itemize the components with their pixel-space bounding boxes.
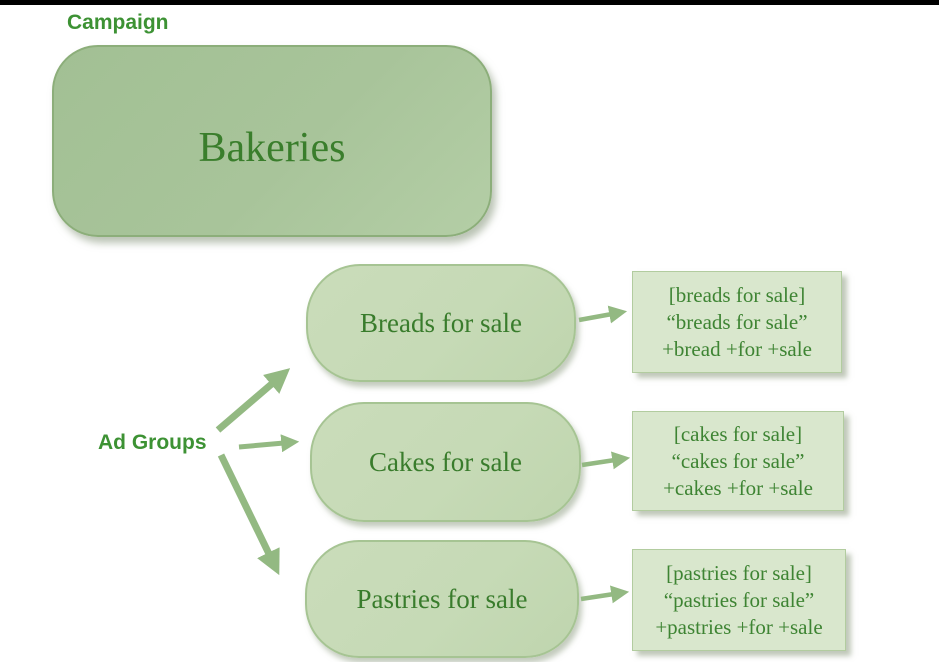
keyword-broad-modified: +bread +for +sale [662, 336, 812, 361]
keyword-exact: [pastries for sale] [666, 560, 812, 585]
keyword-phrase: “breads for sale” [666, 309, 808, 334]
arrow-adgroups-to-cakes [238, 434, 300, 453]
ad-group-name: Cakes for sale [369, 446, 522, 477]
arrow-breads-to-keywords [578, 305, 628, 324]
campaign-node: Bakeries [52, 45, 492, 237]
ad-group-name: Pastries for sale [356, 583, 528, 614]
ad-group-node-breads: Breads for sale [306, 264, 576, 382]
keyword-broad-modified: +pastries +for +sale [655, 614, 823, 639]
arrow-pastries-to-keywords [580, 585, 630, 604]
top-border-bar [0, 0, 939, 5]
keyword-box-breads: [breads for sale] “breads for sale” +bre… [632, 271, 842, 373]
campaign-name: Bakeries [198, 125, 346, 171]
ad-group-node-cakes: Cakes for sale [310, 402, 581, 522]
ad-group-name: Breads for sale [360, 307, 522, 338]
keyword-box-pastries: [pastries for sale] “pastries for sale” … [632, 549, 846, 651]
arrow-adgroups-to-breads [215, 368, 291, 433]
keyword-phrase: “pastries for sale” [663, 587, 815, 612]
ad-groups-label: Ad Groups [98, 431, 207, 454]
campaign-label: Campaign [67, 11, 169, 34]
ad-group-node-pastries: Pastries for sale [305, 540, 579, 658]
keyword-broad-modified: +cakes +for +sale [663, 475, 813, 500]
keyword-box-cakes: [cakes for sale] “cakes for sale” +cakes… [632, 411, 844, 511]
arrow-cakes-to-keywords [581, 451, 631, 470]
arrow-adgroups-to-pastries [217, 453, 280, 576]
keyword-exact: [cakes for sale] [673, 421, 803, 446]
keyword-exact: [breads for sale] [668, 282, 806, 307]
keyword-phrase: “cakes for sale” [671, 448, 805, 473]
